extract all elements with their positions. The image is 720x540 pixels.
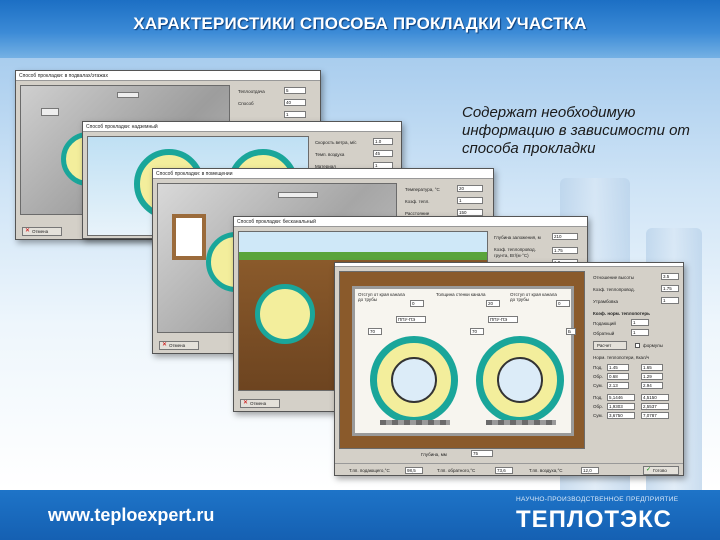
company-tagline: НАУЧНО-ПРОИЗВОДСТВЕННОЕ ПРЕДПРИЯТИЕ <box>516 496 679 503</box>
dimension-field[interactable]: 0 <box>410 300 424 307</box>
depth-label: Глубина, мм <box>421 452 447 457</box>
status-field[interactable]: 98,5 <box>405 467 423 474</box>
dimension-field[interactable]: 0 <box>556 300 570 307</box>
close-icon: ✕ <box>25 228 31 234</box>
pipe-cross-section-return <box>476 336 564 424</box>
dimension-field[interactable]: 20 <box>486 300 500 307</box>
coef-field[interactable]: 1 <box>631 319 649 326</box>
insulation-tab[interactable]: ППУ-ПЭ <box>488 316 518 323</box>
table-row: Под. 1.45 1.65 <box>593 363 679 372</box>
side-dim-field[interactable]: Б <box>566 328 576 335</box>
table-row: Под. 5,1446 4,5150 <box>593 393 679 402</box>
value-field[interactable]: 1.75 <box>552 247 578 254</box>
close-icon: ✕ <box>243 400 249 406</box>
value-field[interactable]: 40 <box>284 99 306 106</box>
pipe-cross-section-supply <box>370 336 458 424</box>
formulas-checkbox[interactable] <box>635 343 640 348</box>
param-label: Коэф. теплопровод. <box>593 287 635 292</box>
slide-header-bar <box>0 0 720 58</box>
value-field[interactable]: 210 <box>552 233 578 240</box>
status-label: Т.пп. подающего,°С <box>349 468 390 473</box>
field-label: Темп. воздуха <box>315 152 345 157</box>
value-field[interactable]: 45 <box>373 150 393 157</box>
value-field[interactable]: 1 <box>457 197 483 204</box>
table-row: Обр. 1,9303 2,5537 <box>593 402 679 411</box>
table-title: Норм. теплопотери, Ккал/ч <box>593 355 650 360</box>
slide-caption: Содержат необходимую информацию в зависи… <box>462 104 690 157</box>
field-label: Глубина заложения, м <box>494 235 541 240</box>
light-fixture-icon <box>117 92 139 98</box>
table-row: Сум. 2.13 2.94 <box>593 381 679 390</box>
window-title: Способ прокладки: в помещении <box>153 169 493 179</box>
cancel-button[interactable]: ✕Отмена <box>240 399 280 408</box>
pipe-core <box>391 357 437 403</box>
cancel-button[interactable]: ✕Отмена <box>22 227 62 236</box>
status-label: Т.пп. обратного,°С <box>437 468 476 473</box>
window-title: Способ прокладки: в подвалах/этажах <box>16 71 320 81</box>
coef-field[interactable]: 1 <box>631 329 649 336</box>
top-dim-label: Отступ от края канала до трубы <box>510 292 557 302</box>
side-dim-field[interactable]: 70 <box>368 328 382 335</box>
value-field[interactable]: 1.0 <box>373 138 393 145</box>
field-label: Расстояние <box>405 211 430 216</box>
pipe-cross-section <box>255 284 315 344</box>
status-bar: Т.пп. подающего,°С 98,5 Т.пп. обратного,… <box>335 463 683 475</box>
window-channel-laying: Отступ от края канала до трубы Толщина с… <box>334 262 684 476</box>
channel-illustration: Отступ от края канала до трубы Толщина с… <box>339 271 585 449</box>
field-label: Способ <box>238 101 254 106</box>
field-label: Скорость ветра, м/с <box>315 140 357 145</box>
check-icon: ✓ <box>646 467 652 473</box>
support-block <box>486 420 556 425</box>
value-field[interactable]: 150 <box>457 209 483 216</box>
support-block <box>380 420 450 425</box>
light-fixture-icon <box>278 192 318 198</box>
table-row: Обр. 0.68 1.29 <box>593 372 679 381</box>
website-link[interactable]: www.teploexpert.ru <box>48 505 215 525</box>
close-icon: ✕ <box>162 342 168 348</box>
value-field[interactable]: 5 <box>284 87 306 94</box>
field-label: Материал <box>315 164 336 169</box>
cancel-button[interactable]: ✕Отмена <box>159 341 199 350</box>
param-label: Утрамбовка <box>593 299 619 304</box>
slide-footer-bar <box>0 490 720 540</box>
table-row: Сум. 3,6750 7,0787 <box>593 411 679 420</box>
row-label: Обратный <box>593 331 615 336</box>
value-field[interactable]: 20 <box>457 185 483 192</box>
value-field[interactable]: 1 <box>284 111 306 118</box>
section-title: Коэф. норм. теплопотерь <box>593 311 650 316</box>
insulation-tab[interactable]: ППУ-ПЭ <box>396 316 426 323</box>
pipe-core <box>497 357 543 403</box>
side-dim-field[interactable]: 70 <box>470 328 484 335</box>
param-field[interactable]: 1.75 <box>661 285 679 292</box>
status-field[interactable]: 73,6 <box>495 467 513 474</box>
window-frame-icon <box>172 214 206 260</box>
window-title: Способ прокладки: надземный <box>83 122 401 132</box>
window-title: Способ прокладки: бесканальный <box>234 217 587 227</box>
top-dim-label: Толщина стенки канала <box>436 292 486 297</box>
window-title <box>335 263 683 267</box>
heatloss-table: Под. 1.45 1.65 Обр. 0.68 1.29 Сум. 2.13 … <box>593 363 679 420</box>
status-field[interactable]: 12,0 <box>581 467 599 474</box>
params-panel: Отношение высоты 3.5 Коэф. теплопровод. … <box>591 271 681 449</box>
checkbox-label: формулы <box>643 343 663 348</box>
field-label: Теплоотдача <box>238 89 265 94</box>
param-field[interactable]: 3.5 <box>661 273 679 280</box>
status-label: Т.пп. воздуха,°С <box>529 468 563 473</box>
slide-title: ХАРАКТЕРИСТИКИ СПОСОБА ПРОКЛАДКИ УЧАСТКА <box>133 14 587 33</box>
field-label: грунта, Вт/(м·°С) <box>494 253 529 258</box>
param-field[interactable]: 1 <box>661 297 679 304</box>
ok-button[interactable]: ✓Готово <box>643 466 679 475</box>
field-label: Коэф. теплопровод. <box>494 247 536 252</box>
field-label: Температура, °С <box>405 187 440 192</box>
row-label: Подающий <box>593 321 616 326</box>
top-dim-label: Отступ от края канала до трубы <box>358 292 405 302</box>
light-fixture-icon <box>41 108 59 116</box>
param-label: Отношение высоты <box>593 275 635 280</box>
company-logo-text: ТЕПЛОТЭКС <box>516 506 672 533</box>
field-label: Коэф. тепл. <box>405 199 430 204</box>
calc-button[interactable]: Расчет <box>593 341 627 350</box>
depth-field[interactable]: 75 <box>471 450 493 457</box>
